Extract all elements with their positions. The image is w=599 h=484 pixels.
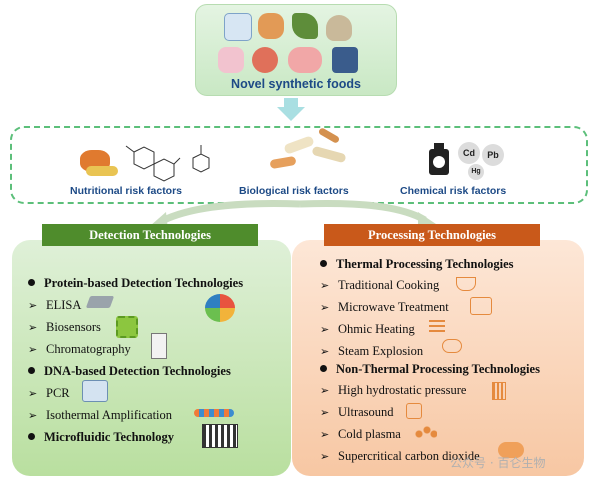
small-molecule-icon (192, 145, 210, 173)
risk-factors-box: Nutritional risk factors Biological risk… (10, 126, 588, 204)
cadmium-circle: Cd (458, 142, 480, 164)
grains-icon (86, 166, 118, 176)
watermark-text: 公众号 · 百仑生物 (450, 456, 546, 470)
cold-plasma-item: ➢Cold plasma (320, 427, 401, 441)
synthetic-foods-box: Novel synthetic foods (195, 4, 397, 96)
wine-glass-icon (218, 47, 244, 73)
pcr-machine-icon (82, 380, 108, 402)
plasma-drops-icon (415, 426, 437, 438)
cooking-pot-icon (456, 277, 476, 291)
can-icon (332, 47, 358, 73)
pressure-gauge-icon (492, 382, 506, 400)
seaweed-icon (292, 13, 318, 39)
arrow-bullet-icon: ➢ (320, 429, 330, 441)
isothermal-item: ➢Isothermal Amplification (28, 408, 173, 422)
meat-patty-icon (258, 13, 284, 39)
arrow-bullet-icon: ➢ (28, 388, 38, 400)
chemical-risk-label: Chemical risk factors (400, 185, 507, 197)
processing-panel (292, 240, 584, 476)
biological-risk-label: Biological risk factors (239, 185, 349, 197)
non-thermal-heading: Non-Thermal Processing Technologies (320, 361, 540, 377)
parasite-icon (317, 126, 341, 145)
pill-capsule-icon (283, 135, 315, 155)
steam-explosion-item: ➢Steam Explosion (320, 344, 424, 358)
chemical-bottle-icon (429, 143, 449, 175)
milk-carton-icon (224, 13, 252, 41)
food-bowl-icon (205, 294, 235, 322)
dna-detection-heading: DNA-based Detection Technologies (28, 363, 231, 379)
arrow-bullet-icon: ➢ (320, 451, 330, 463)
ultrasound-item: ➢Ultrasound (320, 405, 394, 419)
arrow-bullet-icon: ➢ (28, 344, 38, 356)
microwave-icon (470, 297, 492, 315)
biosensors-item: ➢Biosensors (28, 320, 101, 334)
microfluidic-chip-icon (202, 424, 238, 448)
arrow-bullet-icon: ➢ (28, 322, 38, 334)
bacteria-rod-icon (311, 145, 347, 164)
bullet-dot (28, 367, 35, 374)
worm-icon (269, 155, 297, 170)
bullet-dot (320, 365, 327, 372)
arrow-bullet-icon: ➢ (28, 410, 38, 422)
nutritional-risk-label: Nutritional risk factors (70, 185, 183, 197)
chromatograph-icon (151, 333, 167, 359)
arrow-bullet-icon: ➢ (320, 346, 330, 358)
arrow-bullet-icon: ➢ (320, 302, 330, 314)
high-pressure-item: ➢High hydrostatic pressure (320, 383, 467, 397)
bullet-dot (28, 433, 35, 440)
arrow-bullet-icon: ➢ (320, 280, 330, 292)
chromatography-item: ➢Chromatography (28, 342, 131, 356)
steam-cloud-icon (442, 339, 462, 353)
co2-cloud-icon (498, 442, 524, 458)
traditional-cooking-item: ➢Traditional Cooking (320, 278, 440, 292)
ultrasound-icon (406, 403, 422, 419)
amplification-strand-icon (194, 409, 234, 417)
processing-header: Processing Technologies (324, 224, 540, 246)
bullet-dot (320, 260, 327, 267)
elisa-plate-icon (85, 296, 115, 308)
bullet-dot (28, 279, 35, 286)
thermal-heading: Thermal Processing Technologies (320, 256, 514, 272)
arrow-bullet-icon: ➢ (320, 324, 330, 336)
synthetic-foods-title: Novel synthetic foods (231, 77, 361, 91)
arrow-bullet-icon: ➢ (320, 385, 330, 397)
raw-steak-icon (288, 47, 322, 73)
ohmic-heating-item: ➢Ohmic Heating (320, 322, 415, 336)
pcr-item: ➢PCR (28, 386, 70, 400)
elisa-item: ➢ELISA (28, 298, 82, 312)
arrow-bullet-icon: ➢ (320, 407, 330, 419)
down-arrow-icon (277, 98, 305, 121)
flour-bowl-icon (326, 15, 352, 41)
ohmic-heat-icon (429, 320, 445, 334)
molecule-structure-icon (125, 145, 181, 182)
salmon-dish-icon (252, 47, 278, 73)
mercury-circle: Hg (468, 164, 484, 180)
arrow-bullet-icon: ➢ (28, 300, 38, 312)
protein-detection-heading: Protein-based Detection Technologies (28, 275, 243, 291)
supercritical-co2-item: ➢Supercritical carbon dioxide (320, 449, 480, 463)
detection-header: Detection Technologies (42, 224, 258, 246)
lead-circle: Pb (482, 144, 504, 166)
chip-icon (116, 316, 138, 338)
microfluidic-heading: Microfluidic Technology (28, 429, 174, 445)
microwave-item: ➢Microwave Treatment (320, 300, 449, 314)
